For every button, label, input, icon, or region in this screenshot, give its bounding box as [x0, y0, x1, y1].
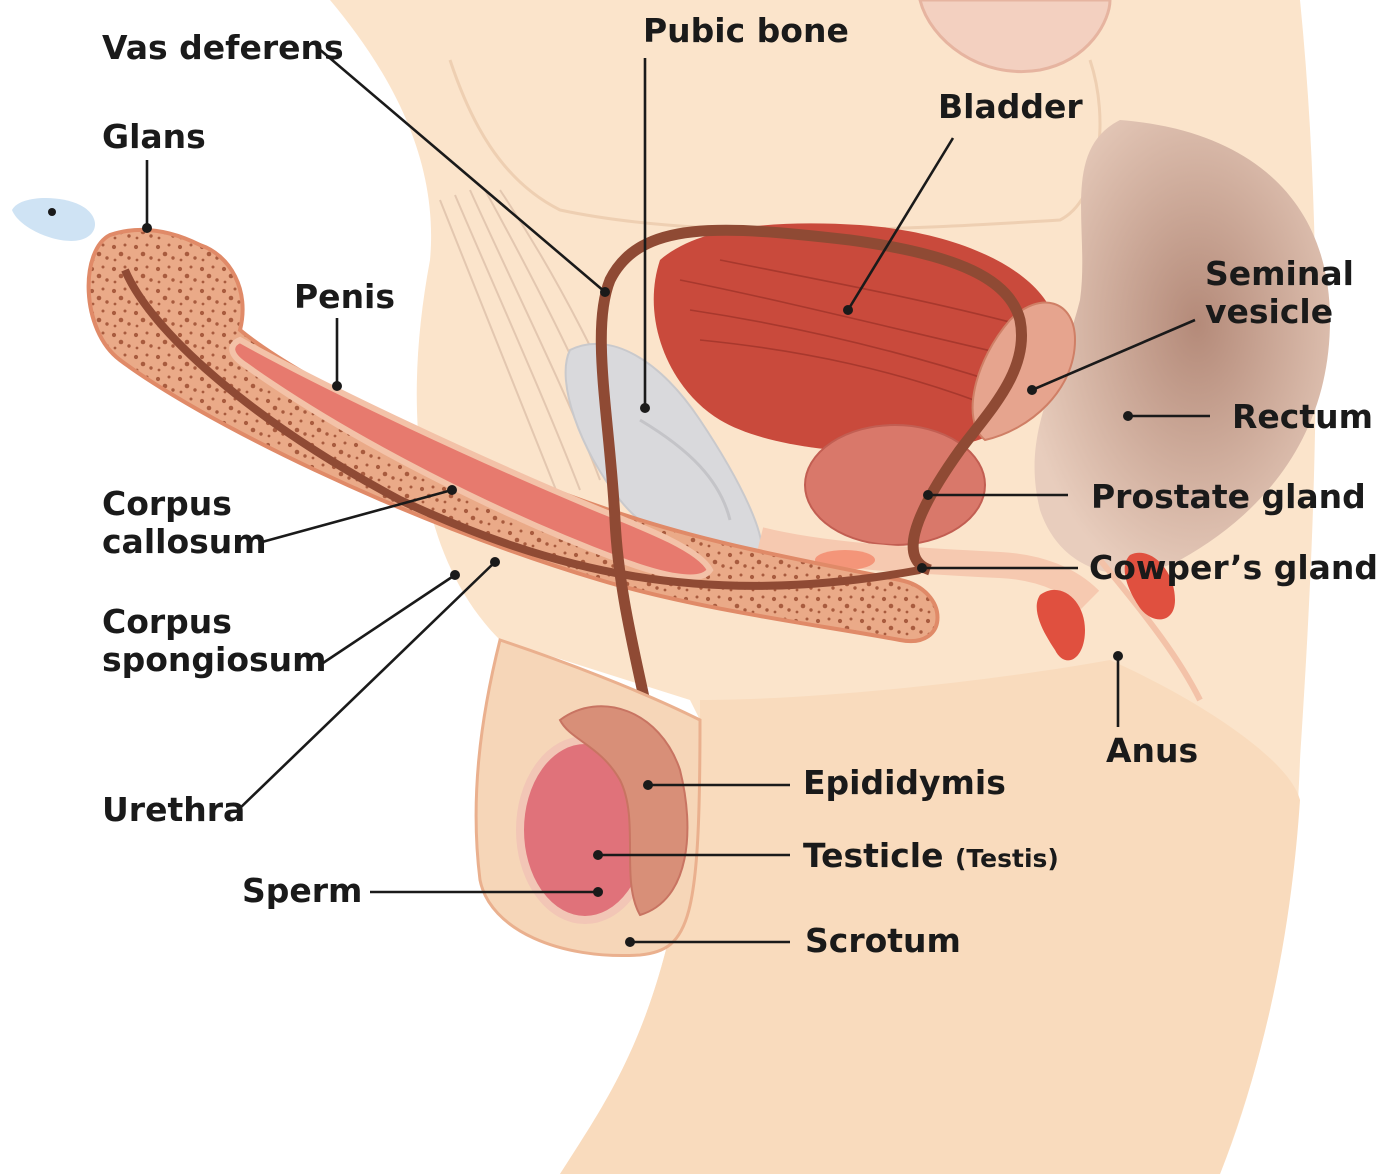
label-seminal-vesicle-2: vesicle: [1205, 293, 1333, 331]
label-rectum: Rectum: [1232, 398, 1373, 436]
label-testicle: Testicle (Testis): [803, 837, 1059, 878]
label-corpus-callosum-2: callosum: [102, 523, 267, 561]
label-cowpers-gland: Cowper’s gland: [1089, 549, 1378, 587]
label-sperm: Sperm: [242, 872, 362, 910]
ejaculate-spray: [12, 198, 95, 241]
sperm-cell-icon: [48, 208, 56, 216]
prostate-shape: [805, 425, 985, 545]
label-pubic-bone: Pubic bone: [643, 12, 849, 50]
label-glans: Glans: [102, 118, 206, 156]
label-seminal-vesicle-1: Seminal: [1205, 255, 1354, 293]
label-epididymis: Epididymis: [803, 764, 1006, 802]
label-testicle-alt: (Testis): [955, 844, 1059, 873]
label-prostate-gland: Prostate gland: [1091, 478, 1366, 516]
label-corpus-callosum-1: Corpus: [102, 485, 232, 523]
label-corpus-spongiosum-2: spongiosum: [102, 641, 327, 679]
label-corpus-spongiosum-1: Corpus: [102, 603, 232, 641]
label-penis: Penis: [294, 278, 395, 316]
label-testicle-main: Testicle: [803, 836, 944, 875]
label-vas-deferens: Vas deferens: [102, 29, 344, 67]
label-anus: Anus: [1106, 732, 1198, 770]
label-bladder: Bladder: [938, 88, 1083, 126]
label-scrotum: Scrotum: [805, 922, 961, 960]
label-urethra: Urethra: [102, 791, 245, 829]
